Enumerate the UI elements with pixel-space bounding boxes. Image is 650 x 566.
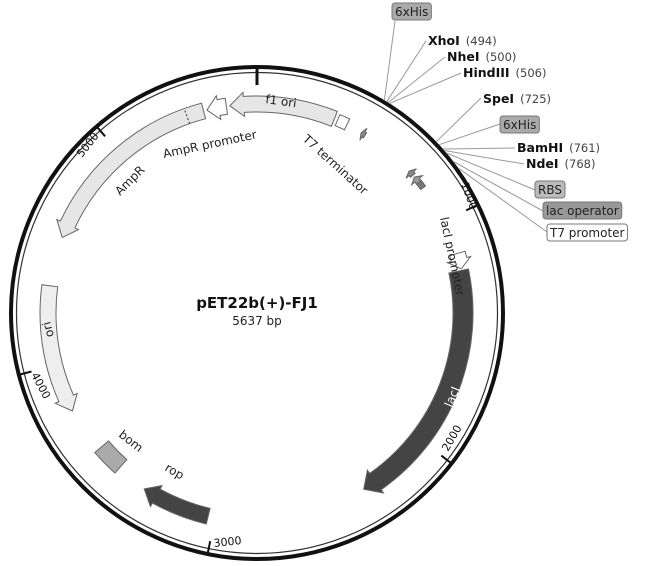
plasmid-name: pET22b(+)-FJ1 — [196, 294, 318, 312]
feature-tag-t7-promoter[interactable]: T7 promoter — [546, 223, 628, 242]
tick-3000 — [206, 541, 212, 554]
feature-ori[interactable] — [39, 284, 78, 412]
feature-laci-promoter[interactable] — [445, 250, 472, 270]
feature-tag-lac-operator[interactable]: lac operator — [542, 201, 623, 220]
callout-line — [442, 147, 516, 150]
restriction-site-xhoi[interactable]: XhoI (494) — [428, 33, 497, 48]
callout-line — [383, 20, 396, 101]
tag-label: RBS — [538, 183, 562, 197]
callout-lines — [383, 20, 548, 233]
feature-rop[interactable] — [143, 484, 211, 525]
tag-box — [546, 223, 628, 242]
callout-line — [453, 161, 544, 212]
tag-label: T7 promoter — [549, 226, 625, 240]
feature-tag-6xhis[interactable]: 6xHis — [499, 115, 540, 134]
feature-label-bom: bom — [116, 427, 146, 454]
feature-bom[interactable] — [94, 440, 128, 474]
callout-line — [458, 167, 548, 233]
enzyme-position: (768) — [565, 157, 596, 171]
feature-t7-terminator[interactable] — [334, 113, 351, 131]
enzyme-position: (725) — [520, 92, 551, 106]
feature-label-rop: rop — [163, 460, 187, 482]
callout-line — [389, 72, 462, 104]
enzyme-name: NdeI — [526, 156, 559, 171]
plasmid-length: 5637 bp — [232, 314, 282, 328]
enzyme-position: (494) — [466, 34, 497, 48]
site-labels: 6xHisXhoI(494)NheI(500)HindIII(506)SpeI(… — [391, 2, 628, 242]
callout-line — [438, 123, 501, 146]
feature-ampr[interactable] — [55, 102, 207, 239]
enzyme-name: BamHI — [517, 140, 563, 155]
tick-label-3000: 3000 — [213, 534, 242, 550]
feature-cluster-1[interactable] — [405, 168, 417, 179]
tick-2000 — [440, 454, 452, 464]
tag-box — [534, 180, 566, 199]
tick-1000 — [465, 204, 478, 212]
callout-line — [435, 97, 482, 143]
restriction-site-spei[interactable]: SpeI (725) — [483, 91, 551, 106]
feature-f1-ori[interactable] — [229, 91, 338, 127]
tag-label: 6xHis — [503, 118, 536, 132]
callout-line — [386, 40, 427, 102]
ampr-divider — [183, 108, 191, 124]
feature-tag-rbs[interactable]: RBS — [534, 180, 566, 199]
enzyme-name: HindIII — [463, 65, 510, 80]
restriction-site-hindiii[interactable]: HindIII (506) — [463, 65, 546, 80]
enzyme-position: (500) — [486, 50, 517, 64]
enzyme-name: NheI — [447, 49, 480, 64]
restriction-site-ndei[interactable]: NdeI (768) — [526, 156, 595, 171]
feature-tag-6xhis[interactable]: 6xHis — [391, 2, 432, 21]
feature-6xhis[interactable] — [359, 127, 368, 141]
callout-line — [444, 150, 525, 165]
feature-ampr-promoter[interactable] — [206, 94, 229, 121]
tag-label: 6xHis — [395, 5, 428, 19]
feature-label-ori: ori — [39, 320, 57, 339]
callout-line — [387, 56, 446, 103]
feature-label-f1-ori: f1 ori — [265, 92, 298, 110]
enzyme-name: SpeI — [483, 91, 514, 106]
enzyme-name: XhoI — [428, 33, 460, 48]
feature-cluster-2[interactable] — [410, 174, 425, 187]
feature-label-ampr-promoter: AmpR promoter — [162, 127, 258, 161]
tag-box — [391, 2, 432, 21]
restriction-site-bamhi[interactable]: BamHI (761) — [517, 140, 600, 155]
feature-cluster-3[interactable] — [415, 179, 427, 191]
tag-box — [499, 115, 540, 134]
enzyme-position: (761) — [569, 141, 600, 155]
tag-label: lac operator — [546, 204, 619, 218]
feature-label-t7-terminator: T7 terminator — [299, 131, 371, 197]
tick-4000 — [19, 370, 32, 376]
tick-5000 — [96, 126, 106, 137]
enzyme-position: (506) — [516, 66, 547, 80]
callout-line — [446, 152, 536, 191]
tick-label-1000: 1000 — [458, 181, 480, 212]
restriction-site-nhei[interactable]: NheI (500) — [447, 49, 516, 64]
feature-laci[interactable] — [363, 268, 474, 494]
tick-marks — [19, 68, 478, 554]
features — [39, 91, 474, 525]
tag-box — [542, 201, 623, 220]
